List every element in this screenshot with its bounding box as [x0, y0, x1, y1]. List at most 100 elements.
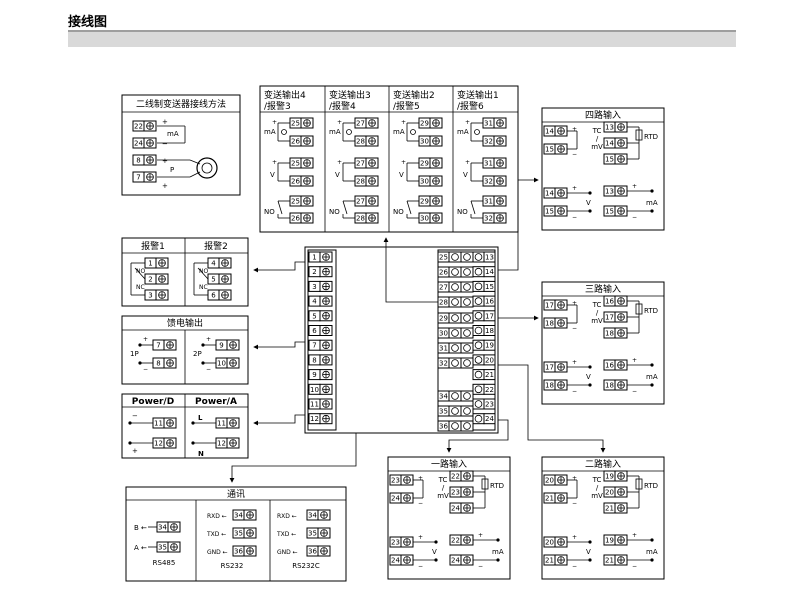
terminal: 22 [449, 470, 474, 482]
terminal: 34 [156, 521, 181, 533]
minus-sign: − [132, 412, 138, 420]
terminal-number: 6 [312, 327, 317, 335]
label-2p: 2P [193, 350, 202, 358]
terminal-number: 31 [484, 120, 493, 128]
input2-title: 二路输入 [585, 458, 621, 470]
terminal: 32 [482, 135, 507, 147]
terminal: 15 [603, 205, 628, 217]
terminal-number: 25 [291, 198, 300, 206]
unit-v: V [432, 548, 437, 556]
terminal-number: 7 [312, 342, 316, 350]
terminal: 26 [289, 175, 314, 187]
terminal-number: 14 [545, 128, 554, 136]
terminal-number: 36 [308, 548, 317, 556]
power-d-title: Power/D [132, 397, 174, 407]
terminal-number: 10 [310, 386, 319, 394]
minus-sign: − [632, 388, 637, 395]
input1-title: 一路输入 [431, 458, 467, 470]
terminal: 36 [306, 545, 331, 557]
terminal-number: 24 [391, 495, 400, 503]
transmit-subtitle: /报警3 [264, 100, 291, 112]
terminal: 5 [308, 310, 333, 322]
terminal-number: 28 [356, 215, 365, 223]
terminal-number: 29 [420, 198, 429, 206]
label-tc: TC [592, 476, 602, 484]
power-a-title: Power/A [195, 397, 237, 407]
plus-sign: + [572, 185, 577, 192]
terminal-number: 11 [217, 420, 226, 428]
terminal: 25 [289, 117, 314, 129]
terminal: 18 [543, 379, 568, 391]
terminal-number: 20 [545, 477, 554, 485]
terminal-block: 1234567891011122526272829303132343536131… [304, 246, 499, 434]
terminal: 15 [543, 205, 568, 217]
terminal: 22 [472, 383, 496, 395]
terminal: 20 [543, 474, 568, 486]
plus-sign: + [632, 532, 637, 539]
terminal-number: 15 [605, 156, 614, 164]
terminal-number: 10 [217, 360, 226, 368]
terminal: 3 [308, 280, 333, 292]
minus-sign: − [572, 151, 577, 158]
unit-ma: mA [329, 128, 341, 136]
terminal-number: 31 [484, 198, 493, 206]
plus-sign: + [572, 534, 577, 541]
terminal-number: 1 [312, 254, 316, 262]
label-mv: mV [591, 317, 603, 325]
terminal: 34 [437, 390, 474, 402]
terminal-number: 30 [420, 215, 429, 223]
plus-sign: + [337, 159, 342, 166]
terminal: 20 [472, 354, 496, 366]
terminal: 24 [449, 502, 474, 514]
terminal: 3 [144, 289, 169, 301]
terminal: 17 [543, 361, 568, 373]
terminal: 14 [603, 137, 628, 149]
unit-ma: mA [167, 130, 179, 138]
terminal-number: 35 [158, 544, 167, 552]
alarm2-title: 报警2 [204, 240, 228, 252]
terminal: 28 [354, 175, 379, 187]
terminal: 30 [437, 327, 474, 339]
terminal: 22 [132, 120, 157, 132]
terminal-number: 32 [484, 138, 493, 146]
label-mv: mV [591, 492, 603, 500]
rs485-name: RS485 [153, 559, 176, 567]
terminal: 9 [308, 369, 333, 381]
terminal: 32 [437, 357, 474, 369]
terminal: 29 [418, 195, 443, 207]
plus-sign: + [162, 157, 168, 165]
terminal-number: 30 [439, 330, 448, 338]
terminal: 17 [603, 311, 628, 323]
terminal: 21 [603, 502, 628, 514]
terminal: 28 [437, 296, 474, 308]
terminal-number: 26 [291, 178, 300, 186]
terminal: 24 [472, 413, 496, 425]
terminal-number: 1 [148, 260, 152, 268]
terminal-number: 30 [420, 178, 429, 186]
label-slash: / [596, 309, 599, 317]
label-n: N [198, 450, 204, 458]
terminal-number: 8 [156, 360, 160, 368]
terminal-number: 9 [219, 342, 223, 350]
terminal-number: 26 [439, 269, 448, 277]
terminal: 16 [603, 295, 628, 307]
label-nc: NC [199, 284, 208, 291]
terminal-number: 5 [211, 276, 215, 284]
terminal: 15 [543, 143, 568, 155]
terminal-number: 13 [485, 254, 494, 262]
plus-sign: + [465, 119, 470, 126]
terminal: 35 [156, 541, 181, 553]
minus-sign: − [572, 325, 577, 332]
terminal: 14 [543, 125, 568, 137]
terminal: 26 [437, 266, 474, 278]
terminal: 28 [354, 212, 379, 224]
terminal: 36 [437, 420, 474, 432]
terminal-number: 20 [605, 489, 614, 497]
terminal-number: 24 [391, 557, 400, 565]
terminal: 18 [472, 325, 496, 336]
terminal: 14 [472, 266, 496, 278]
